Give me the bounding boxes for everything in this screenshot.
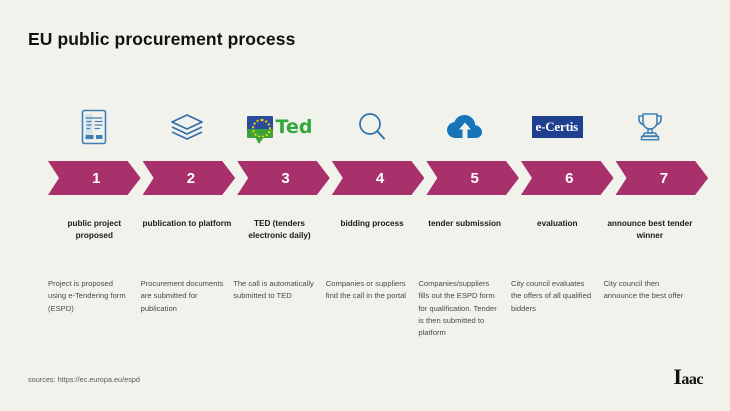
e-tendering-document-icon: [81, 105, 107, 149]
step-column-6: e-Certis: [511, 96, 604, 158]
step-column-7: [604, 96, 697, 158]
step-column-1: [48, 96, 141, 158]
ted-logo-text: Ted: [275, 115, 313, 138]
step-number: 5: [470, 169, 479, 187]
iaac-logo: Iaac: [673, 366, 703, 388]
sources-text: sources: https://ec.europa.eu/espd: [28, 375, 140, 384]
step-number: 2: [186, 169, 196, 187]
step-description-3: The call is automatically submitted to T…: [233, 279, 314, 301]
step-description-5: Companies/suppliers fills out the ESPD f…: [418, 279, 497, 338]
step-column-5: [418, 96, 511, 158]
ted-logo-icon: Ted: [246, 105, 313, 149]
iaac-logo-initial: I: [673, 364, 682, 389]
step-caption-3: TED (tenders electronic daily): [248, 219, 311, 240]
process-step-arrow-3[interactable]: 3: [237, 161, 330, 195]
step-description-6: City council evaluates the offers of all…: [510, 279, 592, 313]
page-title: EU public procurement process: [28, 29, 296, 49]
process-step-arrow-7[interactable]: 7: [616, 161, 709, 195]
step-number: 7: [659, 169, 669, 187]
step-caption-1: public project proposed: [67, 219, 122, 240]
step-column-3: Ted: [233, 96, 326, 158]
process-step-arrow-2[interactable]: 2: [143, 161, 236, 195]
step-caption-2: publication to platform: [142, 219, 232, 228]
iaac-logo-rest: aac: [681, 371, 703, 388]
process-step-arrow-1[interactable]: 1: [48, 161, 141, 195]
e-certis-logo-icon: e-Certis: [531, 105, 583, 149]
process-step-arrow-6[interactable]: 6: [521, 161, 614, 195]
step-description-1: Project is proposed using e-Tendering fo…: [48, 279, 126, 313]
caption-row: public project proposed publication to p…: [48, 218, 696, 242]
trophy-icon: [633, 105, 667, 149]
step-description-7: City council then announce the best offe…: [603, 279, 684, 301]
process-step-arrow-4[interactable]: 4: [332, 161, 425, 195]
ted-bubble-shape: [246, 116, 273, 144]
step-caption-7: announce best tender winner: [607, 219, 693, 240]
process-arrow-band: 1 2 3 4 5 6 7: [48, 161, 696, 195]
process-step-arrow-5[interactable]: 5: [426, 161, 519, 195]
step-number: 6: [565, 169, 574, 187]
eu-stars-icon: [251, 119, 271, 138]
step-caption-5: tender submission: [428, 219, 502, 228]
cloud-upload-icon: [446, 105, 484, 149]
step-number: 1: [92, 169, 101, 187]
step-description-4: Companies or suppliers find the call in …: [325, 279, 406, 301]
icon-row: Ted: [48, 96, 696, 158]
step-description-2: Procurement documents are submitted for …: [140, 279, 224, 313]
step-column-4: [326, 96, 419, 158]
step-caption-6: evaluation: [537, 219, 578, 228]
e-certis-logo-text: e-Certis: [531, 116, 583, 138]
description-row: Project is proposed using e-Tendering fo…: [48, 278, 696, 339]
magnifier-search-icon: [355, 105, 389, 149]
stacked-layers-icon: [169, 105, 205, 149]
step-number: 3: [281, 169, 290, 187]
step-number: 4: [375, 169, 385, 187]
step-caption-4: bidding process: [340, 219, 404, 228]
step-column-2: [141, 96, 234, 158]
